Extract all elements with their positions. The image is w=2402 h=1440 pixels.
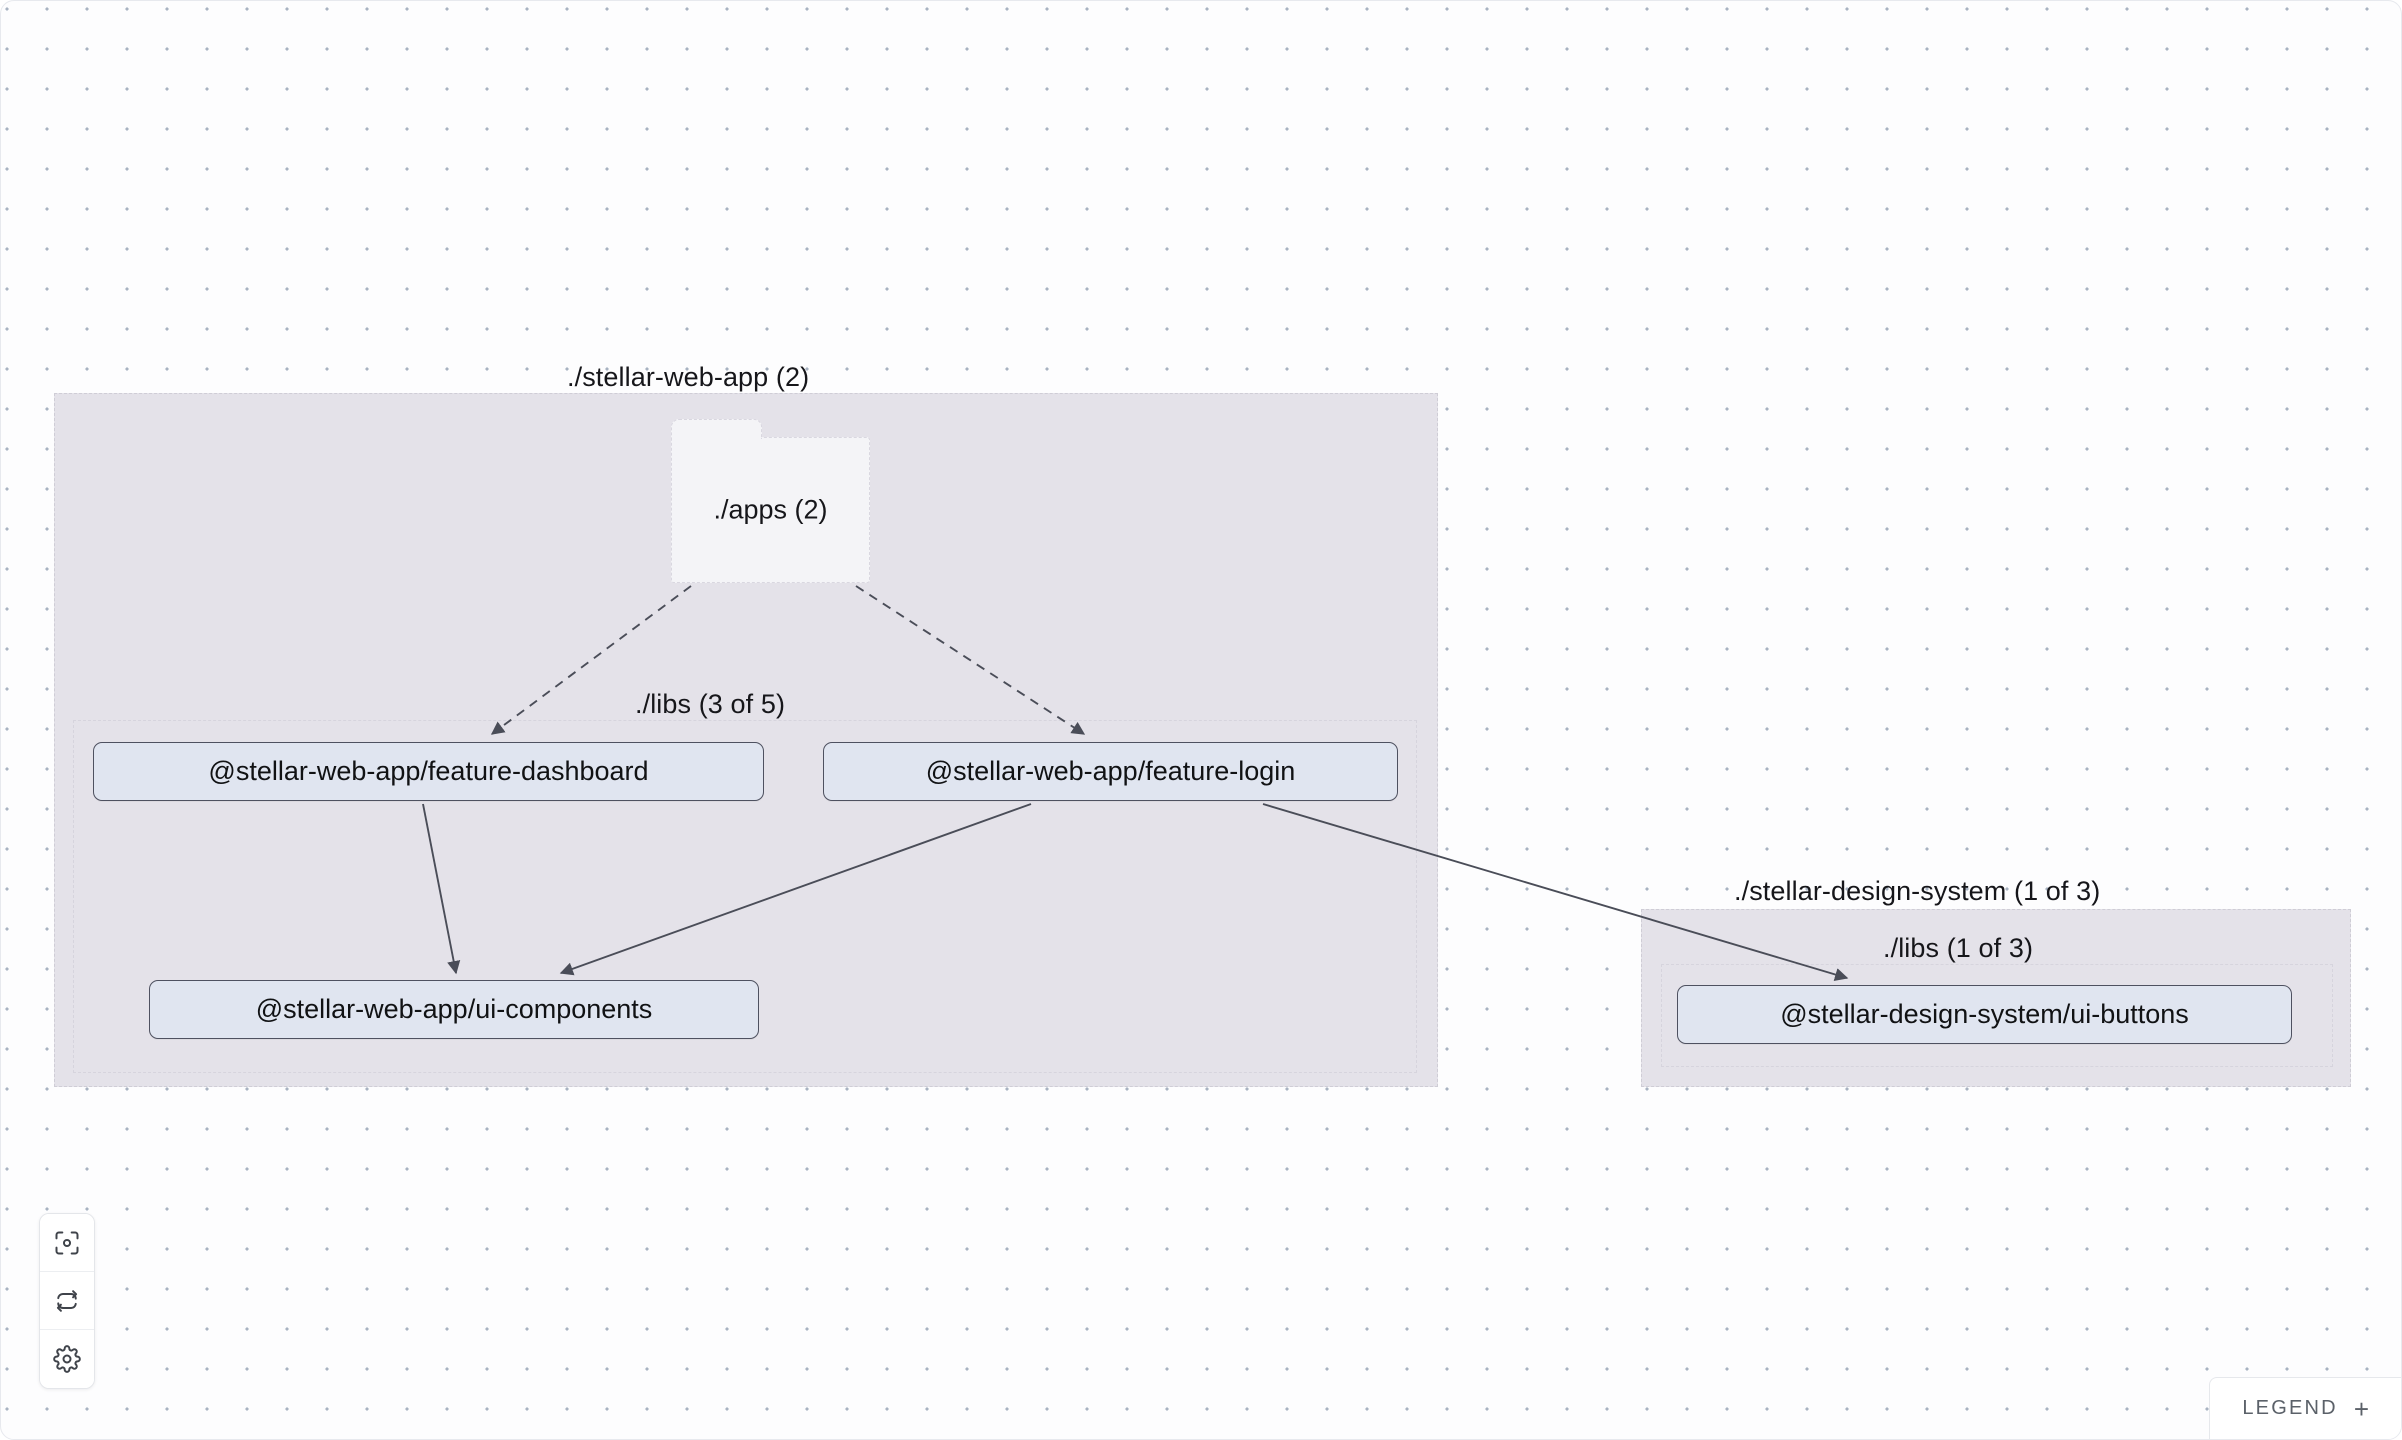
group-label-stellar-web-app-libs: ./libs (3 of 5) bbox=[635, 689, 786, 719]
refresh-icon bbox=[53, 1287, 81, 1315]
refresh-graph-button[interactable] bbox=[40, 1272, 94, 1330]
plus-icon: + bbox=[2353, 1393, 2369, 1424]
legend-label: LEGEND bbox=[2242, 1397, 2338, 1419]
node-feature-dashboard[interactable]: @stellar-web-app/feature-dashboard bbox=[93, 742, 764, 801]
gear-icon bbox=[53, 1345, 81, 1373]
folder-apps-label: ./apps (2) bbox=[713, 494, 828, 525]
node-ui-components[interactable]: @stellar-web-app/ui-components bbox=[149, 980, 759, 1039]
node-feature-login[interactable]: @stellar-web-app/feature-login bbox=[823, 742, 1398, 801]
group-label-stellar-web-app: ./stellar-web-app (2) bbox=[567, 362, 810, 392]
group-label-stellar-design-system-libs: ./libs (1 of 3) bbox=[1883, 933, 2034, 963]
node-ui-buttons[interactable]: @stellar-design-system/ui-buttons bbox=[1677, 985, 2292, 1044]
focus-graph-button[interactable] bbox=[40, 1214, 94, 1272]
graph-settings-button[interactable] bbox=[40, 1330, 94, 1388]
graph-toolbar[interactable] bbox=[39, 1213, 95, 1389]
folder-tab-icon bbox=[671, 419, 762, 442]
group-label-stellar-design-system: ./stellar-design-system (1 of 3) bbox=[1734, 876, 2101, 906]
legend-toggle[interactable]: LEGEND + bbox=[2209, 1377, 2401, 1439]
folder-apps[interactable]: ./apps (2) bbox=[671, 419, 870, 583]
focus-target-icon bbox=[53, 1229, 81, 1257]
